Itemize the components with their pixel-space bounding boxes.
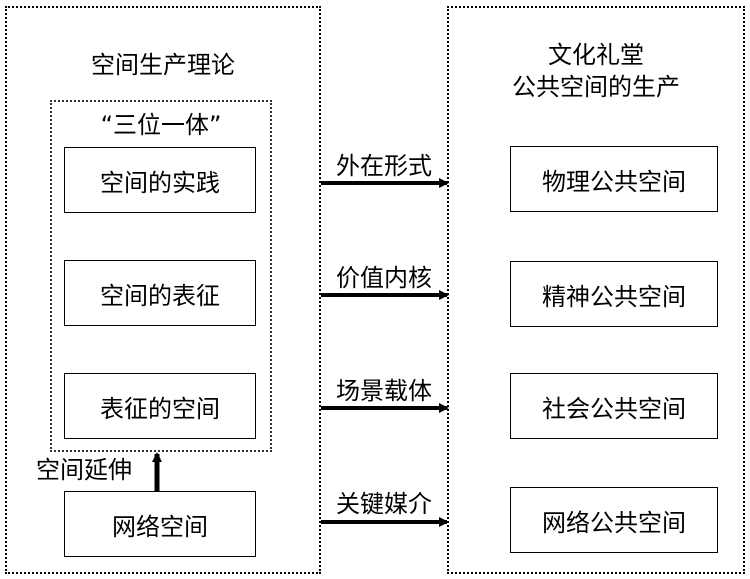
network-public-space-box: 网络公共空间: [510, 487, 718, 553]
representational-space-box: 表征的空间: [64, 373, 256, 439]
social-public-space-box: 社会公共空间: [510, 373, 718, 439]
physical-public-space-box: 物理公共空间: [510, 146, 718, 212]
trinity-title: “三位一体”: [100, 111, 222, 139]
representation-of-space-box: 空间的表征: [64, 260, 256, 326]
connector-label-scene-carrier: 场景载体: [336, 377, 432, 405]
connector-label-external-form: 外在形式: [336, 152, 432, 180]
right-panel-title-line2: 公共空间的生产: [512, 73, 680, 101]
network-space-box: 网络空间: [64, 491, 256, 557]
spatial-extension-label: 空间延伸: [36, 456, 132, 484]
right-panel-title-line1: 文化礼堂: [548, 41, 644, 69]
left-panel: [5, 6, 321, 574]
spatial-practice-box: 空间的实践: [64, 147, 256, 213]
connector-label-key-medium: 关键媒介: [336, 490, 432, 518]
spiritual-public-space-box: 精神公共空间: [510, 261, 718, 327]
left-panel-title: 空间生产理论: [91, 51, 235, 79]
connector-label-value-core: 价值内核: [336, 264, 432, 292]
trinity-group: [50, 100, 272, 452]
